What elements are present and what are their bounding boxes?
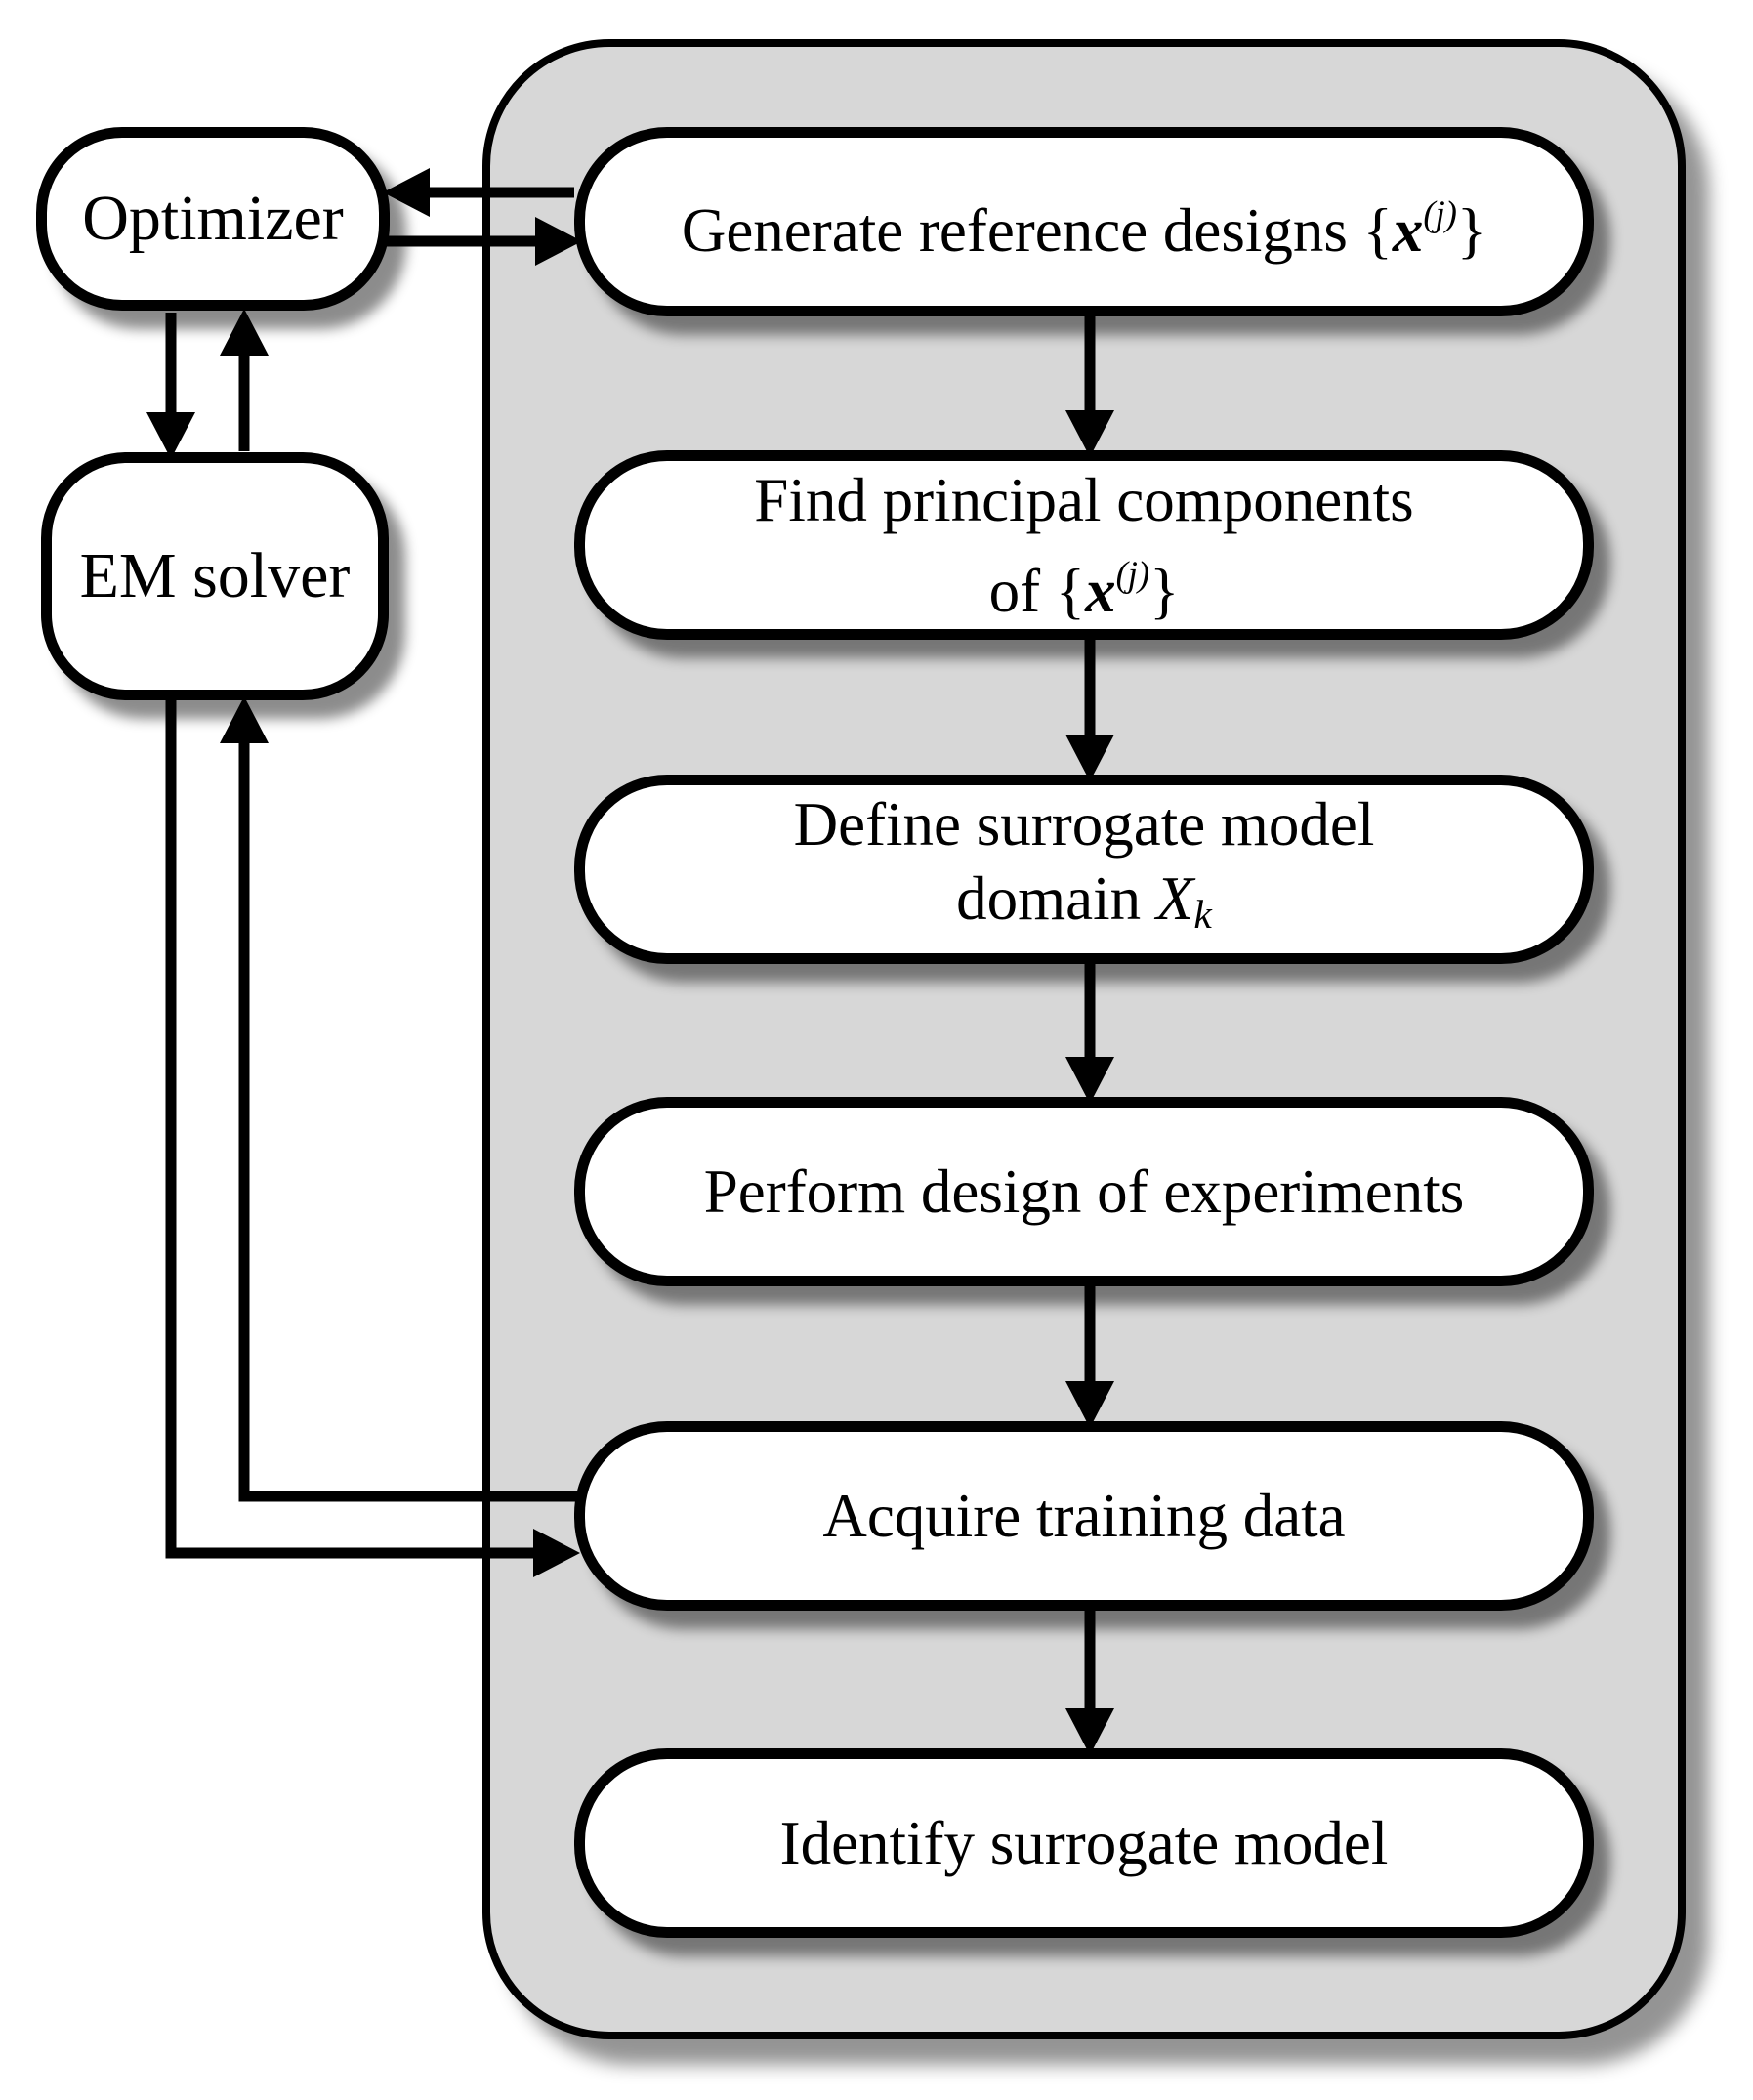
generate-reference-designs-node: Generate reference designs {x(j)} [574, 127, 1594, 316]
identify-surrogate-model-label: Identify surrogate model [779, 1809, 1389, 1877]
x-variable: x [1085, 556, 1116, 625]
superscript-j: (j) [1423, 192, 1457, 233]
subscript-k: k [1193, 892, 1212, 938]
of-text: of { [988, 556, 1086, 625]
find-principal-components-node: Find principal components of {x(j)} [574, 450, 1594, 640]
arrow-em-solver-to-optimizer [220, 309, 269, 451]
generate-text: Generate reference designs { [681, 195, 1393, 265]
domain-text: domain [956, 863, 1156, 933]
acquire-training-data-node: Acquire training data [574, 1421, 1594, 1611]
design-of-experiments-label: Perform design of experiments [703, 1157, 1465, 1226]
x-variable: x [1392, 195, 1424, 265]
define-surrogate-domain-line1: Define surrogate model [793, 789, 1375, 859]
acquire-training-data-label: Acquire training data [822, 1482, 1346, 1550]
design-of-experiments-node: Perform design of experiments [574, 1097, 1594, 1286]
X-variable: X [1155, 863, 1194, 933]
optimizer-label: Optimizer [82, 183, 344, 254]
identify-surrogate-model-node: Identify surrogate model [574, 1748, 1594, 1938]
em-solver-node: EM solver [41, 452, 389, 700]
generate-reference-designs-label: Generate reference designs {x(j)} [682, 177, 1486, 268]
closing-brace: } [1149, 556, 1180, 625]
optimizer-node: Optimizer [36, 127, 390, 311]
find-principal-components-line2: of {x(j)} [989, 537, 1180, 628]
define-surrogate-domain-line2: domain Xk [956, 861, 1212, 951]
find-principal-components-line1: Find principal components [754, 465, 1414, 534]
em-solver-label: EM solver [79, 540, 351, 611]
arrow-optimizer-to-em-solver [146, 313, 195, 459]
surrogate-pipeline-panel [482, 39, 1686, 2039]
closing-brace: } [1456, 195, 1487, 265]
define-surrogate-domain-node: Define surrogate model domain Xk [574, 775, 1594, 964]
superscript-j: (j) [1115, 553, 1150, 594]
